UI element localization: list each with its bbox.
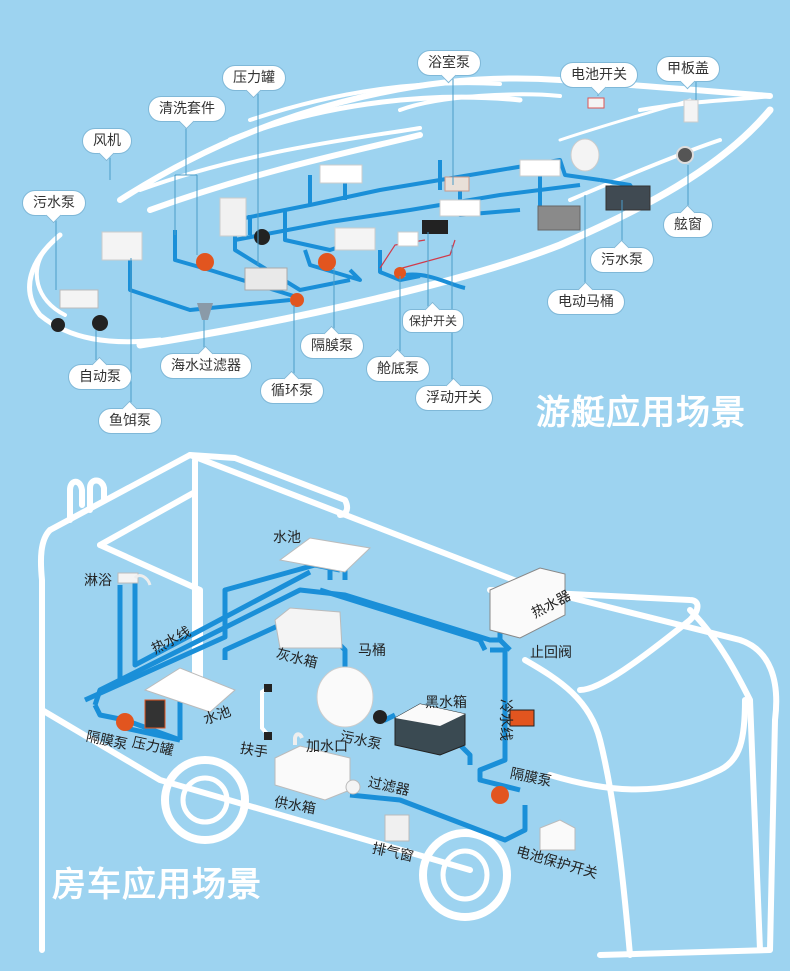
yacht-fuse-box xyxy=(397,231,419,247)
rv-black-tank-top xyxy=(395,704,465,726)
rv-label-sink-top: 水池 xyxy=(273,530,301,546)
yacht-seawater-filter xyxy=(197,303,213,320)
callout-sewage-pump-left: 污水泵 xyxy=(22,190,86,216)
rv-equipment xyxy=(116,537,576,851)
rv-diaphragm-pump-right xyxy=(491,786,509,804)
rv-label-water-inlet: 加水口 xyxy=(306,739,348,755)
callout-wash-kit: 清洗套件 xyxy=(148,96,226,122)
rv-toilet xyxy=(316,666,374,728)
callout-fan: 风机 xyxy=(82,128,132,154)
rv-water-inlet xyxy=(293,732,304,745)
callout-sewage-pump-right: 污水泵 xyxy=(590,247,654,273)
callout-porthole: 舷窗 xyxy=(663,212,713,238)
yacht-grey-tank xyxy=(537,205,581,231)
rv-label-shower: 淋浴 xyxy=(84,573,112,589)
rv-diaphragm-pump-left xyxy=(116,713,134,731)
callout-auto-pump: 自动泵 xyxy=(68,364,132,390)
yacht-diaphragm-pump xyxy=(318,253,336,271)
callout-circulation-pump: 循环泵 xyxy=(260,378,324,404)
callout-seawater-filter: 海水过滤器 xyxy=(160,353,252,379)
yacht-hull-outline xyxy=(27,75,774,349)
yacht-fishbox xyxy=(59,289,99,309)
rv-label-toilet: 马桶 xyxy=(358,643,386,659)
yacht-fresh-tank xyxy=(334,227,376,251)
rv-vent-window xyxy=(384,814,410,842)
callout-pressure-tank: 压力罐 xyxy=(222,65,286,91)
rv-handrail xyxy=(260,686,270,737)
yacht-leader-lines xyxy=(55,70,697,405)
yacht-bilge-pump xyxy=(394,267,406,279)
rv-label-black-tank: 黑水箱 xyxy=(425,695,467,711)
yacht-shower-pump xyxy=(444,176,470,192)
callout-electric-toilet: 电动马桶 xyxy=(547,289,625,315)
rv-wheels xyxy=(161,756,511,921)
yacht-pressure-pump xyxy=(254,229,270,245)
callout-float-switch: 浮动开关 xyxy=(415,385,493,411)
rv-shower-head xyxy=(133,574,152,586)
callout-shower-pump: 浴室泵 xyxy=(417,50,481,76)
yacht-sink-3 xyxy=(519,159,561,177)
rv-sewage-pump xyxy=(373,710,387,724)
yacht-auto-pump xyxy=(51,318,65,332)
yacht-bait-pump xyxy=(92,315,108,331)
callout-deck-cover: 甲板盖 xyxy=(656,56,720,82)
rv-body-outline xyxy=(38,452,780,958)
yacht-sink-1 xyxy=(319,164,363,184)
rv-filter xyxy=(345,779,361,795)
rv-scenario-title: 房车应用场景 xyxy=(52,865,262,905)
yacht-sink-2 xyxy=(439,199,481,217)
yacht-battery-switch xyxy=(587,97,605,109)
rv-pressure-tank xyxy=(144,699,166,729)
callout-bilge-pump: 舱底泵 xyxy=(366,356,430,382)
rv-sink-bottom xyxy=(143,667,236,713)
callout-bait-pump: 鱼饵泵 xyxy=(98,408,162,434)
yacht-deck-cover xyxy=(683,99,699,123)
rv-water-heater xyxy=(489,567,566,639)
yacht-accumulator xyxy=(244,267,288,291)
rv-sink-top xyxy=(278,537,372,573)
yacht-pressure-tank-box xyxy=(219,197,247,237)
yacht-porthole xyxy=(676,146,694,164)
rv-battery-protection-switch xyxy=(539,819,576,851)
callout-battery-switch: 电池开关 xyxy=(560,62,638,88)
rv-cold-line-pump xyxy=(509,709,535,727)
yacht-toilet xyxy=(570,138,600,172)
yacht-pipes xyxy=(128,158,642,312)
rv-label-cold-water-line: 冷水线 xyxy=(497,699,513,741)
yacht-wash-pump xyxy=(196,253,214,271)
callout-protection-switch: 保护开关 xyxy=(402,309,465,333)
yacht-scenario-title: 游艇应用场景 xyxy=(536,393,746,433)
yacht-black-tank xyxy=(605,185,651,211)
rv-label-check-valve: 止回阀 xyxy=(530,645,572,661)
yacht-control-panel xyxy=(422,220,448,234)
rv-shower-valve xyxy=(117,572,139,584)
rv-grey-tank xyxy=(274,607,343,649)
callout-diaphragm-pump: 隔膜泵 xyxy=(300,333,364,359)
yacht-fan xyxy=(101,231,143,261)
yacht-circulation-pump xyxy=(290,293,304,307)
